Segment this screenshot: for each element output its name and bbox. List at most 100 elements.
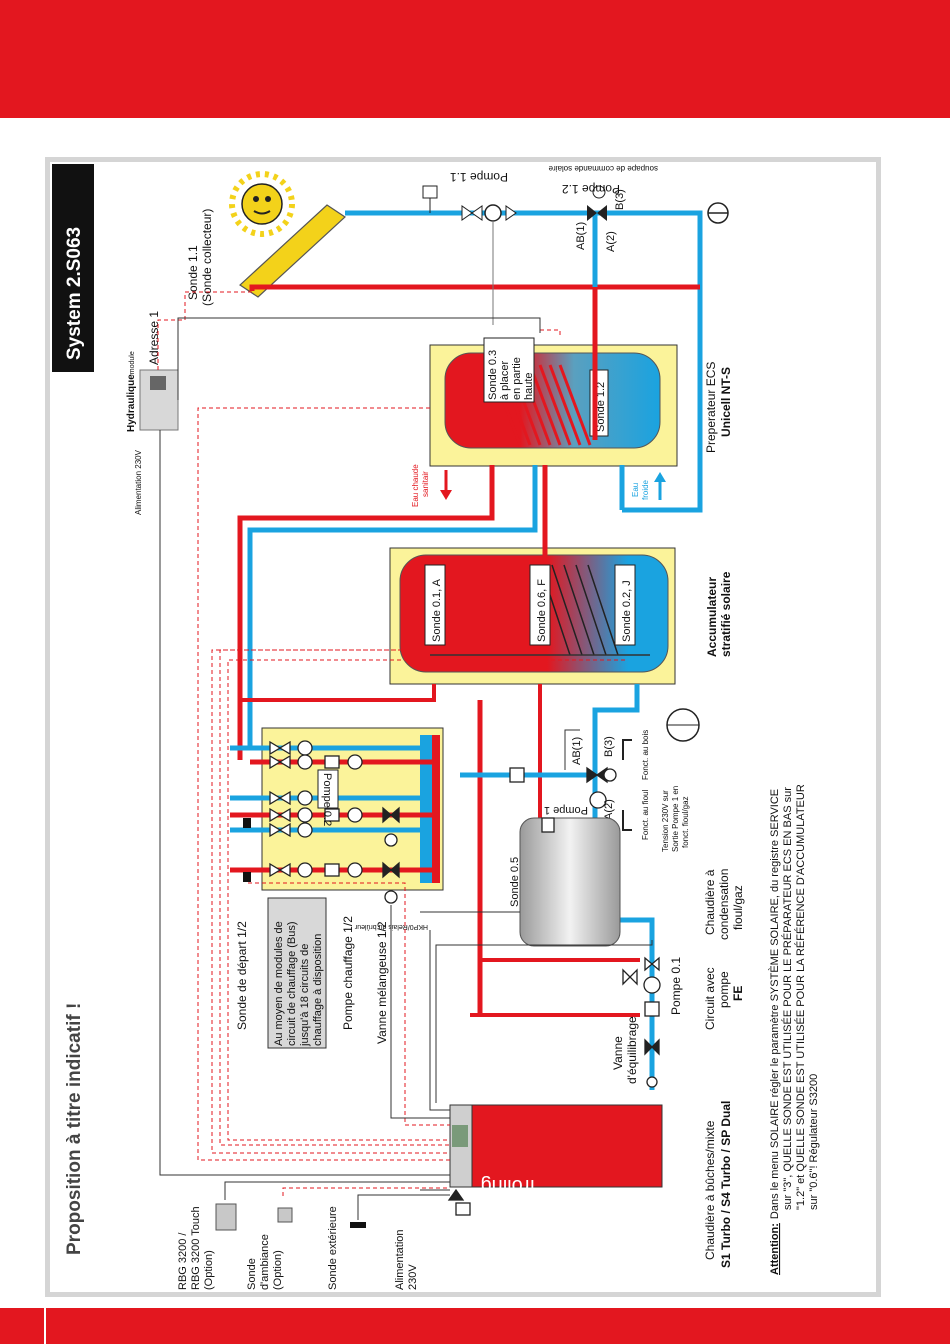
sonde-1-1-label: Sonde 1.1	[186, 245, 200, 300]
sun-icon	[229, 171, 295, 237]
alimentation-line2: 230V	[407, 1264, 419, 1290]
sonde-1-2-label: Sonde 1.2	[595, 382, 607, 432]
solar-return-pipe	[345, 210, 703, 513]
fonct-bois-label: Fonct. au bois	[641, 730, 650, 780]
preparateur-model: Unicell NT-S	[719, 367, 733, 437]
vanne-line2: d'équilibrage	[625, 1016, 639, 1084]
sonde-exterieure-label: Sonde extérieure	[327, 1206, 339, 1290]
return-pipe-1	[247, 465, 538, 750]
vanne-melangeuse-label: Vanne mélangeuse 1/2	[375, 921, 389, 1044]
solar-a2-label: A(2)	[605, 231, 617, 252]
sonde-0-2-box	[614, 564, 636, 646]
circuit-line2: pompe	[717, 971, 731, 1008]
ambiance-line3: (Option)	[272, 1250, 284, 1290]
title-box	[52, 164, 94, 372]
vanne-line1: Vanne	[611, 1036, 625, 1070]
solar-collector	[239, 204, 346, 298]
rbg-line3: (Option)	[203, 1250, 215, 1290]
sonde-collecteur-label: (Sonde collecteur)	[200, 209, 214, 306]
alimentation-module-label: Alimentation 230V	[134, 449, 143, 515]
froling-boiler	[449, 1104, 663, 1188]
sonde-0-3-label: Sonde 0.3	[487, 350, 499, 400]
hydraulique-label: Hydrauliquemodule	[126, 351, 137, 432]
pompe-1-2-label: Pompe 1.2	[562, 182, 620, 196]
solar-flow-pipe	[249, 284, 700, 291]
pompe-1-1-icon	[422, 185, 517, 222]
bus-note-box	[267, 897, 327, 1049]
chaudiere-condensation	[519, 817, 621, 947]
adresse-label: Adresse 1	[147, 311, 161, 365]
sensor-wiring	[157, 291, 625, 1196]
eau-froide-label: Eau	[631, 483, 640, 497]
sonde-0-5-label: Sonde 0.5	[509, 857, 521, 907]
tension-line3: fonct. fioul/gaz	[681, 796, 690, 848]
accumulateur-subname: stratifié solaire	[719, 571, 733, 657]
alimentation-line1: Alimentation	[394, 1229, 406, 1290]
preparateur-name: Preperateur ECS	[704, 362, 718, 453]
bois-arrow	[622, 739, 632, 760]
rbg-line1: RBG 3200 /	[177, 1232, 189, 1290]
sonde-depart-label: Sonde de départ 1/2	[235, 921, 249, 1030]
control-wiring	[159, 317, 653, 1220]
acc-top-pipe	[240, 684, 436, 702]
sonde-0-3-line2: à placer	[499, 361, 511, 400]
bus-note-line1: Au moyen de modules de	[273, 921, 285, 1046]
sonde-ambiance-icon	[277, 1207, 293, 1223]
bus-note-line2: circuit de chauffage (Bus)	[286, 921, 298, 1046]
sonde-0-2-label: Sonde 0.2, J	[621, 580, 633, 642]
ambiance-line1: Sonde	[246, 1258, 258, 1290]
solar-b3-label: B(3)	[614, 189, 626, 210]
attention-line4: sur "0.6"! Régulateur S3200	[808, 1074, 820, 1210]
bus-note-line4: chauffage à disposition	[312, 934, 324, 1046]
froling-name: Chaudière à bûches/mixte	[703, 1120, 717, 1260]
fioul-arrow	[622, 810, 632, 831]
tension-line1: Tension 230V sur	[661, 790, 670, 852]
pompe-1-1-label: Pompe 1.1	[450, 170, 508, 184]
preparateur-coils	[488, 364, 592, 446]
boiler-a2-label: A(2)	[603, 799, 615, 820]
module-display	[150, 376, 166, 390]
pompe-chauffage-label: Pompe chauffage 1/2	[341, 916, 355, 1030]
sonde-0-1-label: Sonde 0.1, A	[431, 578, 443, 642]
ambiance-line2: d'ambiance	[259, 1234, 271, 1290]
boiler-ab1-label: AB(1)	[571, 737, 583, 765]
pompe-0-2-box	[317, 769, 339, 809]
eau-chaude-label-2: sanitair	[421, 471, 430, 497]
solar-ab1-label: AB(1)	[575, 222, 587, 250]
pompe-0-2-label: Pompe 0.2	[321, 773, 333, 826]
loading-group-icons	[622, 956, 661, 1088]
distributor-bar	[420, 735, 432, 883]
header-bar	[0, 0, 950, 118]
chaudiere-cond-line1: Chaudière à	[703, 869, 717, 935]
sonde-0-3-line3: en partie	[511, 357, 523, 400]
fonct-fioul-label: Fonct. au fioul	[641, 790, 650, 840]
diagram-title: System 2.S063	[64, 227, 85, 360]
soupape-label: soupape de commande solaire	[548, 164, 658, 173]
sonde-0-3-line4: haute	[523, 372, 535, 400]
safety-valve-icon	[541, 817, 555, 833]
pompe-0-1-label: Pompe 0.1	[669, 957, 683, 1015]
attention-line2: sur "3", QUELLE SONDE EST UTILISÉE POUR …	[781, 787, 794, 1210]
sonde-exterieure-icon	[350, 1222, 366, 1228]
hot-supply-pipe	[237, 465, 495, 760]
acc-return-pipe	[592, 684, 640, 920]
sonde-0-3-box	[483, 337, 535, 403]
bus-note-line3: jusqu'à 18 circuits de	[299, 944, 311, 1047]
sonde-0-6-label: Sonde 0.6, F	[536, 579, 548, 642]
attention-line3: "1.2" et QUELLE SONDE EST UTILISÉE POUR …	[794, 784, 807, 1210]
accumulateur-name: Accumulateur	[705, 577, 719, 657]
accumulateur-coil	[539, 564, 619, 656]
rbg-line2: RBG 3200 Touch	[190, 1206, 202, 1290]
sonde-depart-2-icon	[243, 872, 251, 882]
chaudiere-cond-line2: condensation	[717, 869, 731, 940]
sonde-0-1-box	[424, 564, 446, 646]
boiler-b3-label: B(3)	[603, 736, 615, 757]
sonde-0-6-box	[529, 564, 551, 646]
pompe-1-label: Pompe 1	[544, 804, 588, 816]
rbg-3200-icon	[215, 1203, 237, 1231]
boiler-safety-valve-icon	[447, 1188, 471, 1216]
attention-line1: Attention:Dans le menu SOLAIRE régler le…	[768, 789, 781, 1275]
circuit-fe: FE	[731, 986, 745, 1001]
chaudiere-cond-line3: fioul/gaz	[731, 885, 745, 930]
